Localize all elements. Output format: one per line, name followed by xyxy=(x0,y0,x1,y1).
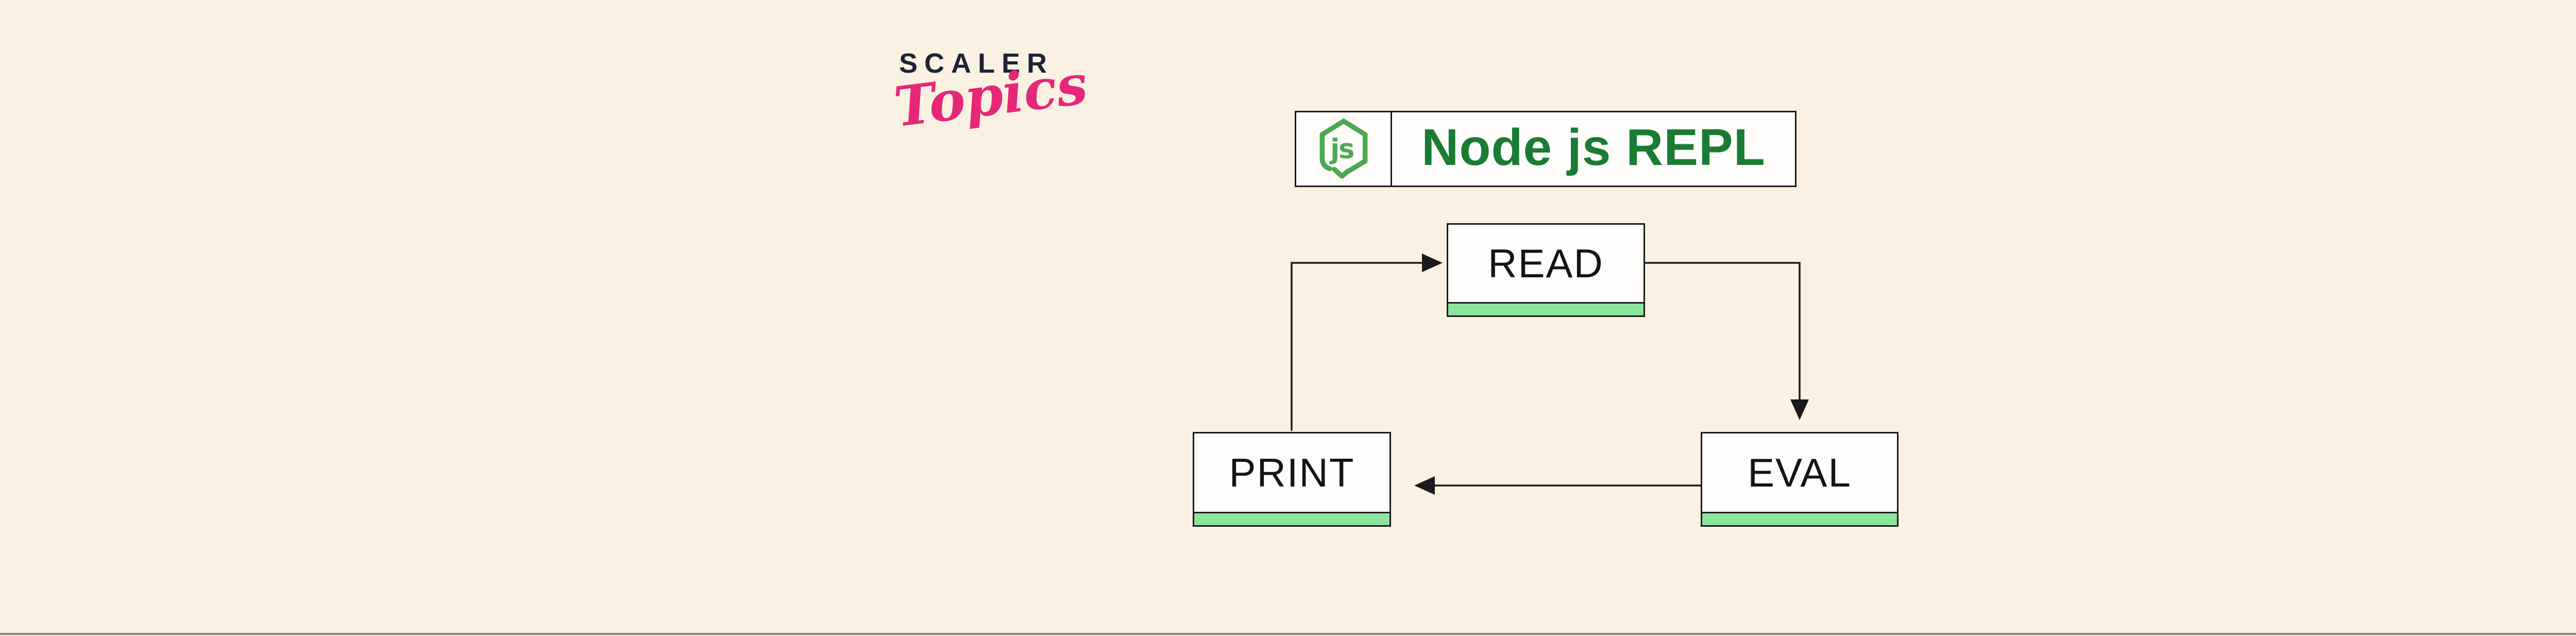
node-print-label: PRINT xyxy=(1229,449,1355,495)
connector-eval-to-print xyxy=(1414,476,1701,495)
scaler-logo: SCALER Topics xyxy=(890,49,1091,163)
node-read-label: READ xyxy=(1488,240,1604,286)
diagram-title: Node js REPL xyxy=(1421,119,1766,176)
node-print-accent-bar xyxy=(1194,512,1389,525)
nodejs-hexagon-chevron xyxy=(1331,166,1351,179)
connector-print-to-read xyxy=(1291,254,1443,431)
node-print: PRINT xyxy=(1193,432,1391,527)
title-banner: js Node js REPL xyxy=(1295,111,1797,187)
title-text-cell: Node js REPL xyxy=(1392,112,1795,186)
node-read-accent-bar xyxy=(1448,302,1643,315)
nodejs-hexagon-outline xyxy=(1319,119,1367,174)
node-eval-label: EVAL xyxy=(1748,449,1852,495)
connector-read-to-eval xyxy=(1645,262,1809,420)
node-read: READ xyxy=(1447,223,1645,317)
bottom-border-line xyxy=(0,633,2576,635)
nodejs-hexagon-hook xyxy=(1319,157,1332,172)
scaler-wordmark: SCALER xyxy=(899,48,1054,79)
nodejs-icon: js xyxy=(1319,119,1367,179)
nodejs-icon-cell: js xyxy=(1296,112,1392,186)
nodejs-icon-label: js xyxy=(1329,133,1353,165)
node-eval: EVAL xyxy=(1701,432,1899,527)
node-eval-accent-bar xyxy=(1702,512,1897,525)
